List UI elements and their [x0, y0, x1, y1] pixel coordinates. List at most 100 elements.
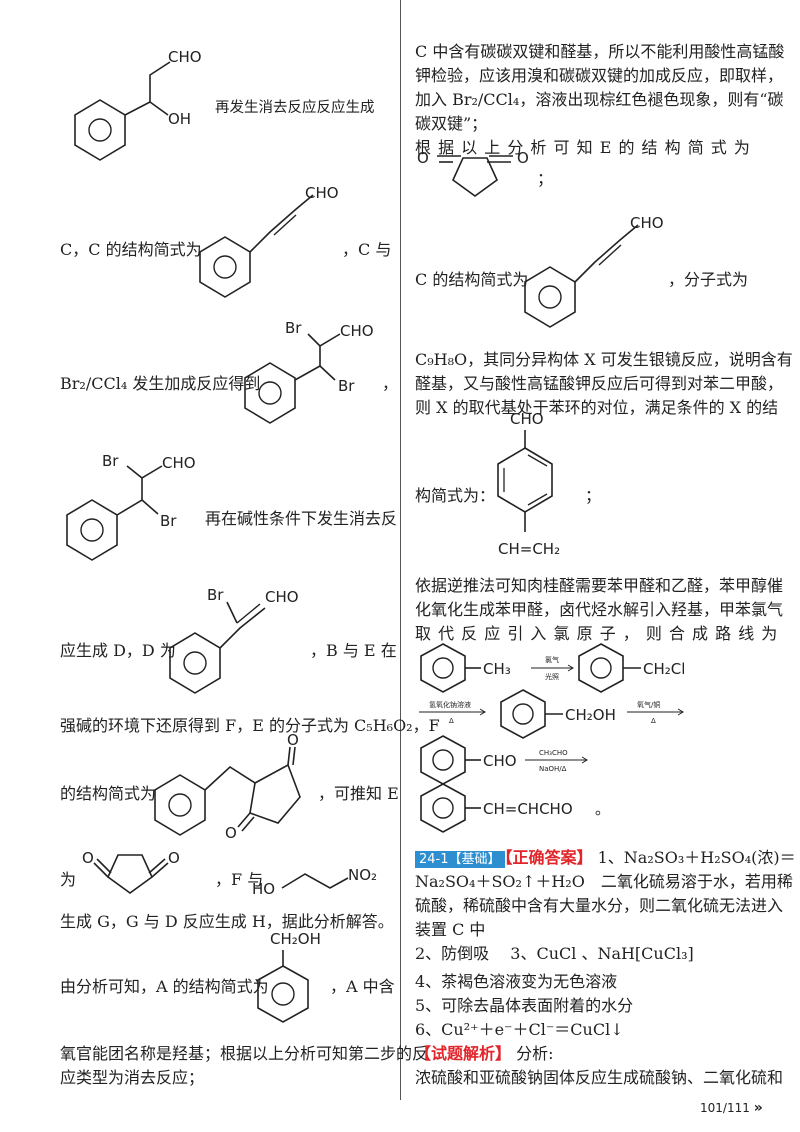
svg-text:NO₂: NO₂ — [348, 866, 377, 884]
svg-text:CH=CHCHO: CH=CHCHO — [483, 800, 573, 818]
right-p2: 根 据 以 上 分 析 可 知 E 的 结 构 简 式 为 — [415, 138, 751, 157]
structure-dibromide-1: Br CHO Br — [244, 319, 374, 424]
toluene: CH₃ — [420, 643, 511, 693]
explanation-last-line: 浓硫酸和亚硫酸钠固体反应生成硫酸钠、二氧化硫和 — [415, 1068, 784, 1087]
right-p1-line2: 钾检验，应该用溴和碳碳双键的加成反应，即取样， — [415, 66, 784, 85]
svg-text:CHO: CHO — [168, 48, 202, 66]
right-p6-line2: 化氧化生成苯甲醛，卤代烃水解引入羟基，甲苯氯气 — [415, 600, 784, 619]
right-p3b: ，分子式为 — [668, 270, 749, 289]
svg-text:CHO: CHO — [510, 410, 544, 428]
synthesis-route: CH₃ 氯气 光照 CH₂Cl 氢氧化钠溶液 Δ CH₂OH — [419, 643, 685, 833]
answer-6: 6、Cu²⁺＋e⁻＋Cl⁻＝CuCl↓ — [415, 1020, 624, 1039]
left-text-2a: C，C 的结构简式为 — [60, 240, 202, 259]
svg-text:光照: 光照 — [545, 672, 559, 681]
page-number: 101/111 — [700, 1101, 750, 1115]
left-text-5b: ，B 与 E 在 — [310, 641, 397, 660]
right-p1-line3: 加入 Br₂/CCl₄，溶液出现棕红色褪色现象，则有“碳 — [415, 90, 784, 109]
left-text-3b: ， — [382, 374, 399, 393]
right-p4-line2: 醛基，又与酸性高锰酸钾反应后可得到对苯二甲酸， — [415, 374, 784, 393]
right-p4-line3: 则 X 的取代基处于苯环的对位，满足条件的 X 的结 — [415, 398, 779, 417]
svg-text:O: O — [517, 149, 529, 167]
right-p6-line3: 取 代 反 应 引 入 氯 原 子 ， 则 合 成 路 线 为 — [415, 624, 779, 643]
svg-text:CHO: CHO — [162, 454, 196, 472]
svg-text:Br: Br — [160, 512, 177, 530]
right-p5b: ； — [585, 486, 602, 505]
cinnamaldehyde-route: CH=CHCHO 。 — [420, 783, 610, 833]
left-text-11: 氧官能团名称是羟基；根据以上分析可知第二步的反 — [60, 1044, 429, 1063]
svg-text:CHO: CHO — [630, 214, 664, 232]
left-text-7b: ，可推知 E — [318, 784, 399, 803]
svg-text:CHO: CHO — [265, 588, 299, 606]
svg-text:CH₂OH: CH₂OH — [270, 930, 321, 948]
answer-4: 4、茶褐色溶液变为无色溶液 — [415, 972, 618, 991]
left-text-1: 再发生消去反应反应生成 — [215, 100, 375, 116]
structure-nitroethanol: HO NO₂ — [252, 866, 377, 898]
structure-E-right: O O — [417, 149, 529, 197]
svg-text:O: O — [168, 849, 180, 867]
answer-1-line4: 装置 C 中 — [415, 920, 486, 939]
right-p2-end: ； — [537, 169, 554, 188]
right-p5a: 构简式为： — [415, 486, 496, 505]
svg-text:Br: Br — [338, 377, 355, 395]
explanation-text: 分析: — [516, 1044, 554, 1063]
benzaldehyde: CHO — [420, 735, 517, 785]
arrow-3: CH₃CHO NaOH/Δ — [525, 749, 588, 773]
left-text-3a: Br₂/CCl₄ 发生加成反应得到 — [60, 374, 261, 393]
svg-text:。: 。 — [595, 800, 610, 818]
correct-answer-label: 【正确答案】 — [504, 848, 593, 867]
svg-text:NaOH/Δ: NaOH/Δ — [539, 765, 567, 773]
right-p1-line1: C 中含有碳碳双键和醛基，所以不能利用酸性高锰酸 — [415, 42, 785, 61]
svg-text:CH₂OH: CH₂OH — [565, 706, 616, 724]
column-divider — [400, 0, 401, 1100]
right-p4-line1: C₉H₈O，其同分异构体 X 可发生银镜反应，说明含有 — [415, 350, 793, 369]
structure-cinnamaldehyde-right: CHO — [524, 214, 664, 328]
svg-text:Br: Br — [102, 452, 119, 470]
arrow-1: 氯气 光照 — [531, 655, 574, 681]
svg-text:Δ: Δ — [449, 717, 454, 725]
right-p1-line4: 碳双键”； — [415, 114, 488, 133]
structure-dibromide-2: Br CHO Br — [66, 452, 196, 561]
left-text-5a: 应生成 D，D 为 — [60, 641, 176, 660]
svg-text:Δ: Δ — [651, 717, 656, 725]
answer-1-line3: 硫酸，稀硫酸中含有大量水分，则二氧化硫无法进入 — [415, 896, 784, 915]
structure-D: Br CHO — [169, 586, 299, 694]
svg-text:CH=CH₂: CH=CH₂ — [498, 540, 560, 558]
svg-text:CHO: CHO — [483, 752, 517, 770]
structure-benzyl-alcohol: CH₂OH — [257, 930, 321, 1023]
left-text-8b: ，F 与 — [215, 870, 264, 889]
svg-text:OH: OH — [168, 110, 191, 128]
structure-F: O O — [154, 731, 301, 842]
structure-hydroxy-aldehyde: CHO OH — [74, 48, 202, 161]
svg-text:氯气: 氯气 — [545, 655, 559, 664]
left-text-10b: ，A 中含 — [330, 977, 395, 996]
explanation-header: 【试题解析】 分析: — [415, 1040, 554, 1064]
structure-cinnamaldehyde-left: CHO — [199, 184, 339, 298]
arrow-2: 氢氧化钠溶液 Δ — [419, 700, 486, 725]
svg-text:CH₂Cl: CH₂Cl — [643, 660, 685, 678]
svg-text:氢氧化钠溶液: 氢氧化钠溶液 — [429, 700, 471, 709]
left-text-7a: 的结构简式为 — [60, 784, 157, 803]
benzyl-chloride: CH₂Cl — [578, 643, 685, 693]
svg-text:CH₃: CH₃ — [483, 660, 511, 678]
svg-text:O: O — [225, 824, 237, 842]
answer-header: 24-1【基础】【正确答案】 1、Na₂SO₃＋H₂SO₄(浓)＝ — [415, 844, 796, 868]
structure-E-left: O O — [82, 849, 180, 894]
answer-1-line1: 1、Na₂SO₃＋H₂SO₄(浓)＝ — [597, 848, 796, 867]
left-text-6: 强碱的环境下还原得到 F，E 的分子式为 C₅H₆O₂，F — [60, 716, 440, 735]
page-footer: 101/111 » — [700, 1100, 763, 1116]
svg-text:O: O — [287, 731, 299, 749]
svg-text:Br: Br — [285, 319, 302, 337]
svg-text:O: O — [417, 149, 429, 167]
next-page-icon[interactable]: » — [753, 1100, 763, 1116]
benzyl-alcohol-route: CH₂OH — [500, 689, 616, 739]
left-text-2b: ，C 与 — [342, 240, 392, 259]
arrow-2b: 氧气/铜 Δ — [627, 700, 684, 725]
svg-text:HO: HO — [252, 880, 275, 898]
structure-X: CHO CH=CH₂ — [497, 410, 560, 558]
question-tag: 24-1【基础】 — [415, 851, 505, 868]
left-text-8a: 为 — [60, 870, 77, 889]
svg-text:Br: Br — [207, 586, 224, 604]
left-text-4: 再在碱性条件下发生消去反 — [205, 509, 398, 528]
svg-text:氧气/铜: 氧气/铜 — [637, 700, 660, 709]
right-p3a: C 的结构简式为 — [415, 270, 529, 289]
